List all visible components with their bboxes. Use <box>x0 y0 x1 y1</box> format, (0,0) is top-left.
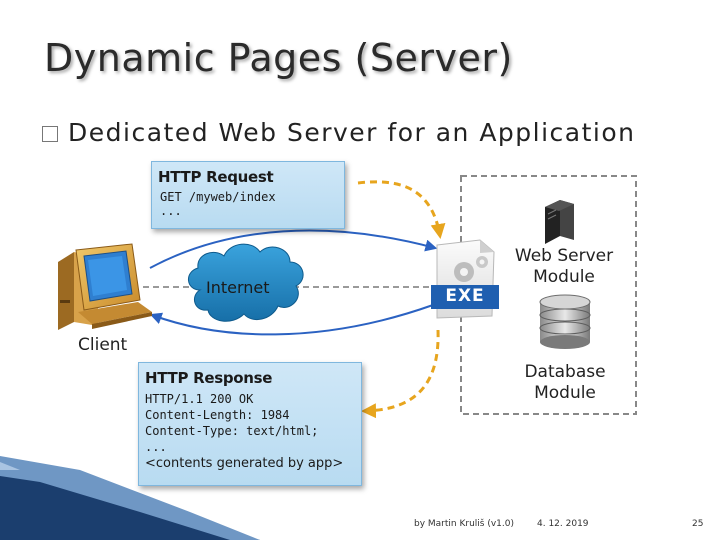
footer-author: by Martin Kruliš (v1.0) <box>414 519 514 529</box>
internet-label: Internet <box>206 278 270 297</box>
server-region <box>460 175 637 415</box>
web-server-label-line2: Module <box>533 267 595 287</box>
exe-label: EXE <box>445 286 485 306</box>
database-label-line2: Module <box>534 383 596 403</box>
database-icon <box>539 294 591 349</box>
database-module-label: Database Module <box>515 362 615 404</box>
bullet-text: Dedicated Web Server for an Application <box>68 118 636 147</box>
http-response-line: Content-Type: text/html; <box>145 424 319 438</box>
http-response-line: HTTP/1.1 200 OK <box>145 392 254 406</box>
request-arrow <box>149 229 438 269</box>
footer-date: 4. 12. 2019 <box>537 519 589 529</box>
http-response-note: <contents generated by app> <box>145 456 344 471</box>
server-tower-icon <box>545 200 574 244</box>
slide-title: Dynamic Pages (Server) <box>44 36 513 80</box>
http-request-box: HTTP Request GET /myweb/index ... <box>151 161 345 229</box>
web-server-label-line1: Web Server <box>514 246 614 266</box>
client-label: Client <box>78 335 128 355</box>
request-to-server-arrow <box>357 180 446 239</box>
response-arrow <box>149 304 434 336</box>
http-request-title: HTTP Request <box>158 168 274 186</box>
http-response-line: ... <box>145 440 167 454</box>
exe-file-icon <box>431 239 499 319</box>
response-from-server-arrow <box>361 329 440 419</box>
http-response-line: Content-Length: 1984 <box>145 408 290 422</box>
decorative-swoosh <box>0 456 260 540</box>
database-label-line1: Database <box>524 362 606 382</box>
client-computer-icon <box>58 243 152 330</box>
footer-page-number: 25 <box>692 519 704 529</box>
http-request-line: GET /myweb/index <box>160 190 276 204</box>
http-request-line: ... <box>160 204 182 218</box>
http-response-box: HTTP Response HTTP/1.1 200 OK Content-Le… <box>138 362 362 486</box>
bullet-square-icon <box>42 126 58 142</box>
web-server-module-label: Web Server Module <box>512 246 616 288</box>
internet-cloud-icon <box>188 243 304 322</box>
http-response-title: HTTP Response <box>145 369 273 387</box>
